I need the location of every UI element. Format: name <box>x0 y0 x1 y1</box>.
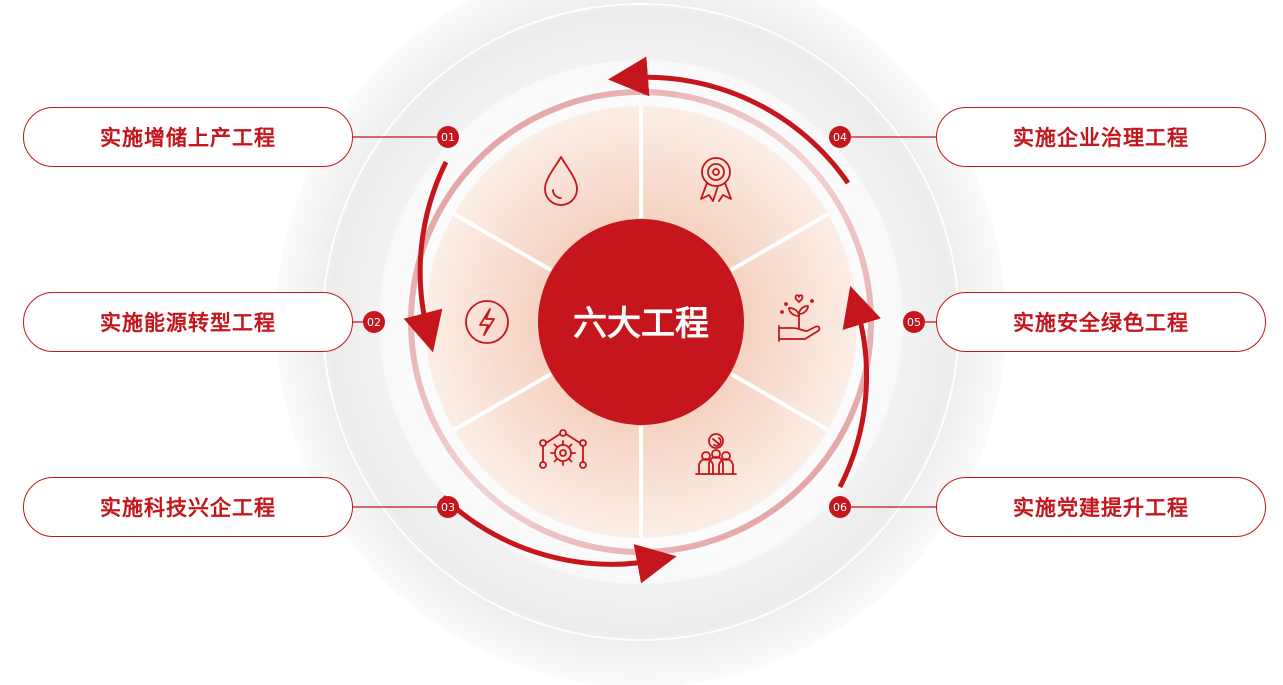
number-badge-text-06: 06 <box>833 501 847 514</box>
number-badge-02 <box>363 311 385 333</box>
cycle-arrows <box>403 56 881 584</box>
award-medal-icon <box>700 157 732 202</box>
pill-label-02: 实施能源转型工程 <box>100 311 276 335</box>
number-badge-text-02: 02 <box>367 316 381 329</box>
lightning-icon <box>465 300 509 344</box>
number-badge-text-04: 04 <box>833 131 847 144</box>
segment-divider-2 <box>730 212 830 272</box>
number-badge-text-03: 03 <box>441 501 455 514</box>
pill-item-01: 实施增储上产工程 <box>23 107 353 167</box>
pill-label-03: 实施科技兴企工程 <box>100 496 276 520</box>
number-badge-04 <box>829 126 851 148</box>
arrow-right <box>837 285 881 489</box>
center-circle <box>538 219 744 425</box>
pill-item-04: 实施企业治理工程 <box>936 107 1266 167</box>
center-title: 六大工程 <box>573 304 709 344</box>
segment-divider-3 <box>730 372 830 432</box>
water-drop-icon <box>544 156 578 206</box>
number-badge-03 <box>437 496 459 518</box>
number-badges: 01 02 03 04 05 06 <box>363 126 925 518</box>
number-badge-06 <box>829 496 851 518</box>
pill-label-01: 实施增储上产工程 <box>100 126 276 150</box>
segment-divider-6 <box>452 212 552 272</box>
pill-label-04: 实施企业治理工程 <box>1013 126 1189 150</box>
hand-sprout-icon <box>778 294 821 342</box>
pill-item-05: 实施安全绿色工程 <box>936 292 1266 352</box>
number-badge-text-05: 05 <box>907 316 921 329</box>
pill-item-03: 实施科技兴企工程 <box>23 477 353 537</box>
pill-item-06: 实施党建提升工程 <box>936 477 1266 537</box>
gear-network-icon <box>539 429 587 469</box>
number-badge-text-01: 01 <box>441 131 455 144</box>
number-badge-05 <box>903 311 925 333</box>
number-badge-01 <box>437 126 459 148</box>
pill-label-05: 实施安全绿色工程 <box>1013 311 1189 335</box>
pill-item-02: 实施能源转型工程 <box>23 292 353 352</box>
arrow-left <box>403 160 449 353</box>
arrow-bottom <box>441 495 677 584</box>
segment-divider-5 <box>452 372 552 432</box>
party-people-icon <box>695 433 737 475</box>
pill-label-06: 实施党建提升工程 <box>1013 496 1189 520</box>
arrow-top <box>608 56 851 185</box>
